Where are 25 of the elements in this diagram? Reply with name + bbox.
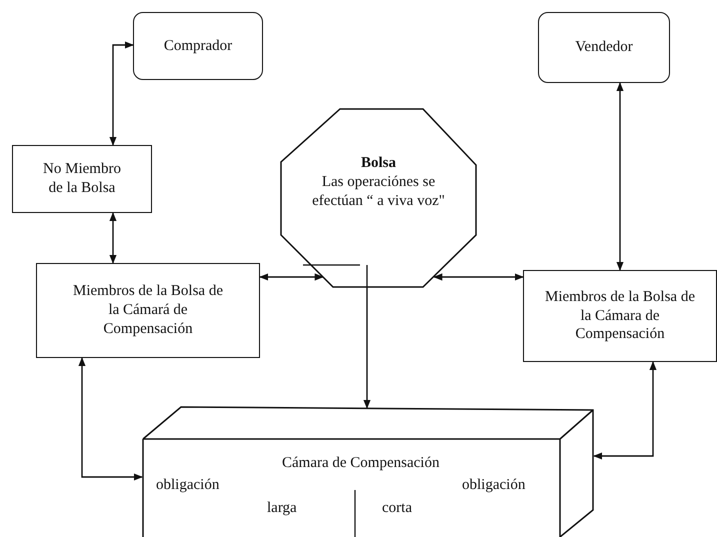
node-label: Las operaciónes se efectúan “ a viva voz": [311, 172, 446, 210]
arrow: [616, 82, 624, 271]
arrow: [259, 273, 324, 281]
arrow: [593, 361, 657, 460]
process-box: [523, 270, 717, 362]
node-label: corta: [382, 499, 412, 518]
node-title: Bolsa: [360, 154, 397, 173]
node-label: larga: [267, 499, 297, 518]
node-label: Comprador: [164, 36, 232, 56]
process-box: [12, 145, 152, 213]
node-label: No Miembro de la Bolsa: [42, 160, 122, 198]
arrow: [109, 212, 117, 264]
node-label: Miembros de la Bolsa de la Cámará de Compensación: [72, 282, 224, 339]
arrow: [363, 288, 371, 409]
arrow: [78, 357, 143, 481]
node-title: Cámara de Compensación: [282, 454, 440, 473]
node-label: obligación: [156, 476, 220, 495]
process-box: [133, 12, 263, 80]
node-label: obligación: [462, 476, 526, 495]
process-box: [36, 263, 260, 358]
node-label: Miembros de la Bolsa de la Cámara de Compensación: [544, 288, 696, 344]
process-box: [538, 12, 670, 83]
arrow: [109, 41, 134, 146]
node-label: Vendedor: [575, 38, 633, 57]
arrow: [433, 273, 524, 281]
